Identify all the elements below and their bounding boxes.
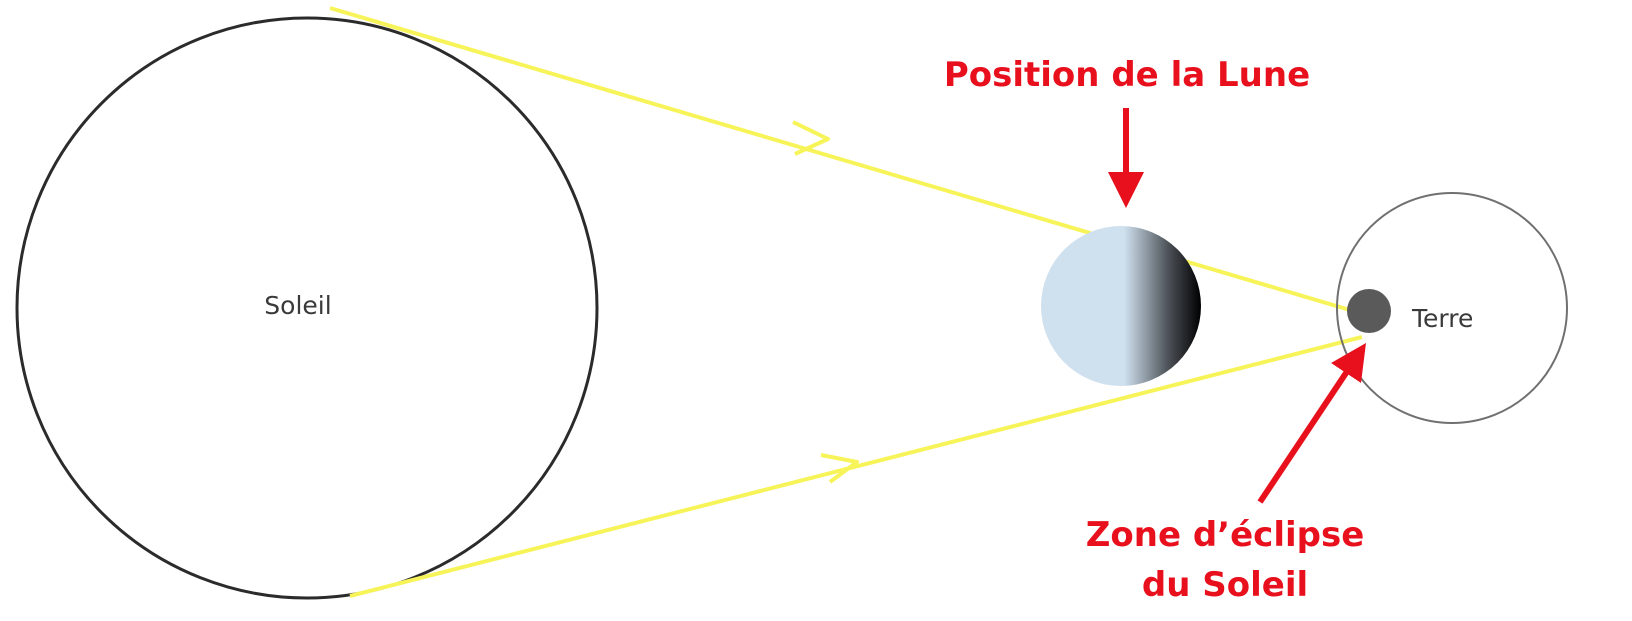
eclipse-zone-label-line2: du Soleil: [1142, 565, 1308, 605]
moon-position-label: Position de la Lune: [944, 55, 1310, 95]
eclipse-zone-dot: [1347, 289, 1391, 333]
eclipse-zone-arrow: [1260, 358, 1356, 502]
upper-light-ray: [330, 8, 1360, 313]
eclipse-zone-label-line1: Zone d’éclipse: [1086, 515, 1365, 555]
sun-label: Soleil: [264, 291, 331, 320]
moon-circle: [1041, 226, 1201, 386]
lower-light-ray: [350, 337, 1362, 596]
earth-label: Terre: [1411, 304, 1473, 333]
